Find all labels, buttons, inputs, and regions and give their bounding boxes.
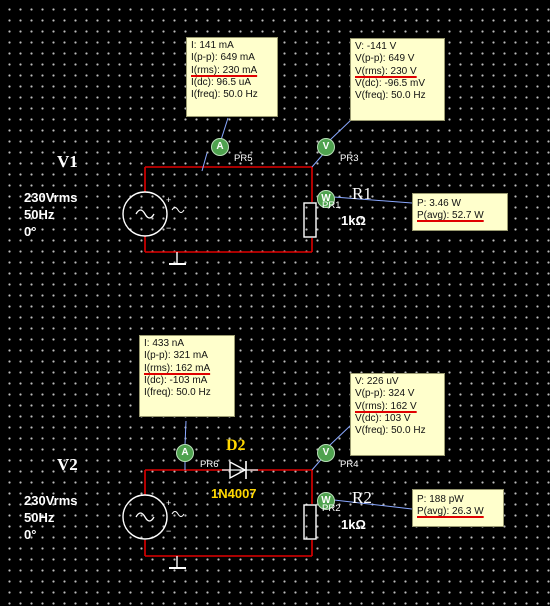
probe-line: P: 188 pW: [417, 494, 464, 505]
source-v1-phase: 0°: [24, 224, 37, 239]
probe-tag-pr6: PR6: [200, 459, 219, 470]
probe-line-avg-highlight: P(avg): 52.7 W: [417, 210, 484, 222]
ac-source-v1-symbol[interactable]: + −: [122, 191, 185, 237]
source-v2-phase: 0°: [24, 527, 37, 542]
probe-line: V(dc): 103 V: [355, 412, 411, 424]
voltage-probe-pr3-readout[interactable]: V: -141 V V(p-p): 649 V V(rms): 230 V V(…: [350, 38, 445, 121]
diode-d2-name: D2: [226, 437, 246, 454]
source-v1-params: 230Vrms 50Hz 0°: [24, 189, 78, 240]
probe-line: I: 433 nA: [144, 338, 185, 349]
probe-line: I: 141 mA: [191, 40, 234, 51]
probe-line-rms-highlight: V(rms): 162 V: [355, 400, 417, 412]
probe-line: I(p-p): 649 mA: [191, 52, 255, 64]
probe-tag-pr2: PR2: [322, 503, 341, 514]
svg-text:+: +: [166, 195, 171, 205]
source-v2-params: 230Vrms 50Hz 0°: [24, 492, 78, 543]
probe-tag-pr5: PR5: [234, 153, 253, 164]
probe-line-avg-highlight: P(avg): 26.3 W: [417, 506, 484, 518]
source-v2-frequency: 50Hz: [24, 510, 55, 525]
probe-line: V: -141 V: [355, 41, 397, 52]
probe-line: I(dc): -103 mA: [144, 374, 208, 386]
diode-d2-symbol[interactable]: [222, 460, 258, 480]
current-probe-pr5-readout[interactable]: I: 141 mA I(p-p): 649 mA I(rms): 230 mA …: [186, 37, 278, 117]
wattmeter-probe-icon[interactable]: W: [317, 492, 335, 510]
power-probe-pr2-readout[interactable]: P: 188 pW P(avg): 26.3 W: [412, 489, 504, 527]
probe-line: I(p-p): 321 mA: [144, 350, 208, 362]
probe-tag-pr3: PR3: [340, 153, 359, 164]
resistor-r1-name: R1: [352, 184, 372, 203]
resistor-r1-value: 1kΩ: [341, 213, 366, 228]
probe-line: V(freq): 50.0 Hz: [355, 425, 426, 437]
probe-line: I(freq): 50.0 Hz: [191, 89, 258, 101]
ac-source-v2-symbol[interactable]: + −: [122, 494, 185, 540]
current-probe-pr6-readout[interactable]: I: 433 nA I(p-p): 321 mA I(rms): 162 mA …: [139, 335, 235, 417]
probe-line: V(freq): 50.0 Hz: [355, 90, 426, 102]
circuit2-wires: [144, 469, 313, 569]
probe-line: I(dc): 96.5 uA: [191, 76, 252, 88]
probe-tag-pr1: PR1: [322, 200, 341, 211]
resistor-r1-symbol[interactable]: [303, 202, 317, 238]
circuit1-wires: [144, 166, 313, 265]
probe-line: I(freq): 50.0 Hz: [144, 387, 211, 399]
resistor-r2-symbol[interactable]: [303, 504, 317, 540]
source-v1-frequency: 50Hz: [24, 207, 55, 222]
probe-tag-pr4: PR4: [340, 459, 359, 470]
power-probe-pr1-readout[interactable]: P: 3.46 W P(avg): 52.7 W: [412, 193, 508, 231]
diode-d2-model: 1N4007: [211, 486, 257, 501]
resistor-r2-value: 1kΩ: [341, 517, 366, 532]
voltmeter-probe-icon[interactable]: V: [317, 444, 335, 462]
probe-line-rms-highlight: V(rms): 230 V: [355, 65, 417, 77]
probe-line-rms-highlight: I(rms): 162 mA: [144, 362, 211, 374]
source-v2-voltage: 230Vrms: [24, 493, 78, 508]
source-v2-name: V2: [57, 455, 78, 474]
probe-line: V(dc): -96.5 mV: [355, 77, 426, 89]
svg-text:−: −: [166, 223, 171, 233]
probe-line: V(p-p): 649 V: [355, 53, 415, 65]
wattmeter-probe-icon[interactable]: W: [317, 190, 335, 208]
probe-line: P: 3.46 W: [417, 198, 461, 209]
svg-text:+: +: [166, 498, 171, 508]
source-v1-name: V1: [57, 152, 78, 171]
svg-text:−: −: [166, 526, 171, 536]
probe-line: V(p-p): 324 V: [355, 388, 415, 400]
voltmeter-probe-icon[interactable]: V: [317, 138, 335, 156]
ammeter-probe-icon[interactable]: A: [176, 444, 194, 462]
resistor-r2-name: R2: [352, 488, 372, 507]
ammeter-probe-icon[interactable]: A: [211, 138, 229, 156]
probe-line: V: 226 uV: [355, 376, 399, 387]
voltage-probe-pr4-readout[interactable]: V: 226 uV V(p-p): 324 V V(rms): 162 V V(…: [350, 373, 445, 456]
source-v1-voltage: 230Vrms: [24, 190, 78, 205]
probe-line-rms-highlight: I(rms): 230 mA: [191, 64, 258, 76]
